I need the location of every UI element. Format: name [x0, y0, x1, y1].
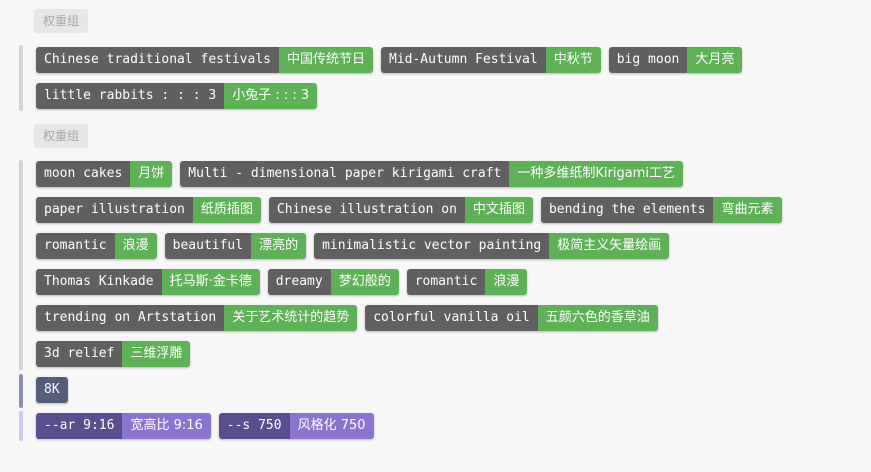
- tag-chinese: 大月亮: [687, 47, 743, 73]
- tag-english: little rabbits : : : 3: [36, 83, 225, 109]
- tag-english: romantic: [406, 269, 486, 295]
- quality-tag[interactable]: 8K: [36, 377, 68, 403]
- tag-chinese: 小兔子 : : : 3: [224, 83, 318, 109]
- tag-english: bending the elements: [540, 197, 714, 223]
- weight-group-label: 权重组: [34, 124, 89, 148]
- tag-english: Thomas Kinkade: [36, 269, 162, 295]
- tag-english: romantic: [36, 233, 115, 259]
- tag-english: Multi - dimensional paper kirigami craft: [180, 161, 510, 187]
- tag-english: Mid-Autumn Festival: [381, 47, 546, 73]
- tag-english: Chinese illustration on: [268, 197, 465, 223]
- tag-english: --ar 9:16: [36, 413, 123, 439]
- tag-chinese: 一种多维纸制Kirigami工艺: [509, 161, 683, 187]
- tag-english: colorful vanilla oil: [365, 305, 538, 331]
- tag-chinese: 弯曲元素: [713, 197, 782, 223]
- quality-bar: [19, 374, 23, 408]
- tag-english: 3d relief: [36, 341, 123, 367]
- tag-chinese: 漂亮的: [251, 233, 307, 259]
- tag-english: big moon: [608, 47, 688, 73]
- quality-row: 8K: [36, 377, 68, 403]
- tag-english: 8K: [36, 377, 68, 403]
- prompt-tag[interactable]: Multi - dimensional paper kirigami craft…: [180, 161, 683, 187]
- tag-english: --s 750: [218, 413, 290, 439]
- tag-english: trending on Artstation: [36, 305, 225, 331]
- tag-chinese: 托马斯·金卡德: [161, 269, 260, 295]
- group-bar: [19, 160, 23, 370]
- tag-chinese: 宽高比 9:16: [122, 413, 211, 439]
- tag-chinese: 中国传统节日: [278, 47, 373, 73]
- tag-english: beautiful: [164, 233, 252, 259]
- weight-group-label: 权重组: [34, 9, 89, 33]
- tag-english: minimalistic vector painting: [314, 233, 550, 259]
- tag-chinese: 五颜六色的香草油: [537, 305, 658, 331]
- tag-chinese: 梦幻般的: [330, 269, 399, 295]
- tag-english: paper illustration: [36, 197, 193, 223]
- tag-english: dreamy: [267, 269, 331, 295]
- tag-english: Chinese traditional festivals: [36, 47, 279, 73]
- tag-chinese: 浪漫: [114, 233, 157, 259]
- tag-chinese: 关于艺术统计的趋势: [224, 305, 358, 331]
- tag-chinese: 纸质插图: [192, 197, 261, 223]
- tag-chinese: 月饼: [130, 161, 173, 187]
- tag-chinese: 极简主义矢量绘画: [549, 233, 670, 259]
- param-bar: [19, 411, 23, 441]
- tag-chinese: 风格化 750: [289, 413, 374, 439]
- tag-chinese: 中秋节: [545, 47, 601, 73]
- tag-chinese: 三维浮雕: [122, 341, 191, 367]
- tag-english: moon cakes: [36, 161, 131, 187]
- tag-chinese: 浪漫: [485, 269, 528, 295]
- tag-chinese: 中文插图: [464, 197, 533, 223]
- group-bar: [19, 45, 23, 111]
